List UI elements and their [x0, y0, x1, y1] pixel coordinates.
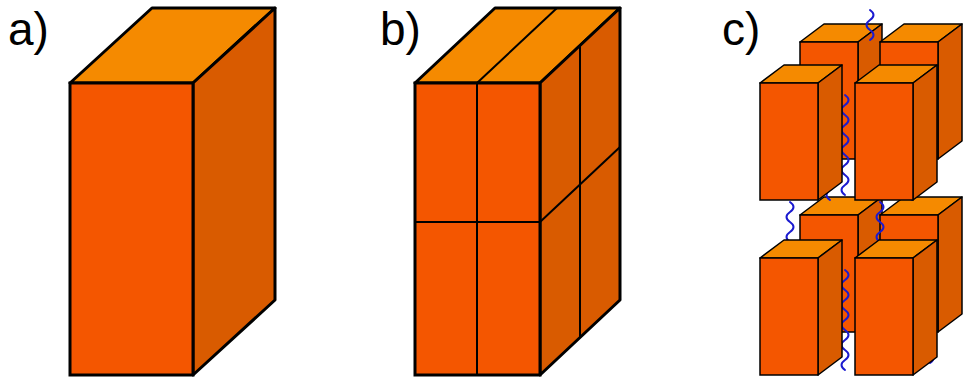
block-split-line	[477, 8, 557, 83]
panel-label: c)	[722, 6, 760, 52]
block-front-face	[855, 258, 913, 375]
block-side-face	[913, 240, 937, 375]
block-split-line	[579, 45, 581, 338]
block-side-face	[938, 197, 962, 332]
block-front-face	[70, 83, 193, 375]
panel-label: b)	[380, 6, 421, 52]
block-front-face	[415, 83, 540, 375]
polymer-linker	[867, 10, 874, 40]
block-front-face	[760, 83, 818, 200]
panel-label: a)	[8, 6, 49, 52]
block-side-face	[913, 65, 937, 200]
block-front-face	[760, 258, 818, 375]
block-front-face	[855, 83, 913, 200]
block-side-face	[540, 8, 620, 375]
block-side-face	[938, 24, 962, 159]
block-side-face	[193, 8, 275, 375]
block-split-line	[476, 83, 478, 375]
block-split-line	[415, 221, 540, 223]
block-side-face	[818, 240, 842, 375]
block-side-face	[818, 65, 842, 200]
